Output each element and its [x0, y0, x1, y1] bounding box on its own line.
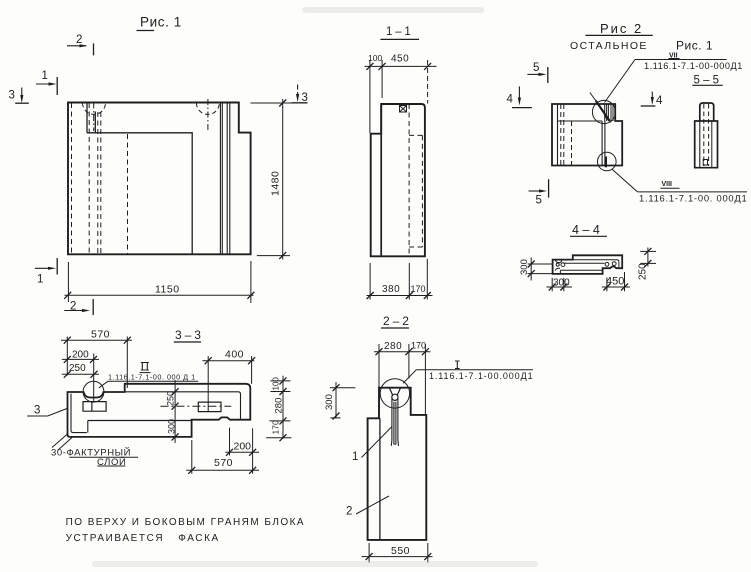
svg-text:4: 4 — [656, 95, 663, 107]
svg-text:170: 170 — [411, 284, 426, 294]
svg-text:Рис 2: Рис 2 — [600, 21, 643, 36]
svg-text:2: 2 — [346, 506, 352, 518]
svg-text:VII: VII — [669, 53, 678, 60]
svg-text:Рис. 1: Рис. 1 — [140, 15, 182, 30]
svg-text:2: 2 — [70, 301, 76, 313]
svg-text:200: 200 — [72, 350, 89, 361]
svg-text:300: 300 — [553, 278, 570, 289]
svg-text:2 – 2: 2 – 2 — [383, 314, 409, 328]
svg-text:ОСТАЛЬНОЕ: ОСТАЛЬНОЕ — [570, 40, 648, 52]
svg-text:ПО ВЕРХУ И БОКОВЫМ ГРАНЯМ БЛОК: ПО ВЕРХУ И БОКОВЫМ ГРАНЯМ БЛОКА — [66, 517, 305, 528]
svg-text:1.116.1-7.1-00.000Д1: 1.116.1-7.1-00.000Д1 — [429, 371, 534, 381]
svg-text:300: 300 — [324, 394, 335, 410]
svg-text:100: 100 — [271, 377, 280, 391]
svg-text:5 – 5: 5 – 5 — [694, 75, 720, 87]
svg-text:570: 570 — [91, 329, 110, 341]
svg-text:1150: 1150 — [155, 284, 180, 296]
svg-text:250: 250 — [166, 391, 176, 406]
svg-text:170: 170 — [270, 420, 280, 434]
svg-text:3 – 3: 3 – 3 — [175, 328, 201, 342]
svg-text:1: 1 — [352, 451, 358, 463]
svg-text:450: 450 — [606, 276, 624, 288]
svg-text:250: 250 — [638, 263, 649, 280]
svg-text:1.116.1-7.1-00-000Д1: 1.116.1-7.1-00-000Д1 — [644, 61, 743, 71]
svg-text:4 – 4: 4 – 4 — [572, 223, 600, 237]
svg-text:VIII: VIII — [662, 181, 673, 188]
svg-text:СЛОЙ: СЛОЙ — [97, 456, 126, 468]
svg-text:3: 3 — [34, 405, 40, 417]
svg-text:1.116.1-7.1-00. 000Д1: 1.116.1-7.1-00. 000Д1 — [639, 193, 747, 204]
svg-text:1.116.1-7.1-00. 000 Д 1: 1.116.1-7.1-00. 000 Д 1 — [108, 372, 196, 381]
svg-text:1: 1 — [42, 70, 48, 82]
svg-text:100: 100 — [368, 53, 382, 63]
svg-text:300: 300 — [519, 259, 530, 275]
svg-text:4: 4 — [507, 94, 514, 106]
svg-text:550: 550 — [391, 545, 410, 557]
svg-text:380: 380 — [382, 284, 400, 295]
svg-text:30-ФАКТУРНЫЙ: 30-ФАКТУРНЫЙ — [51, 447, 131, 459]
svg-text:400: 400 — [225, 349, 244, 361]
svg-text:200: 200 — [234, 441, 252, 453]
svg-text:1480: 1480 — [270, 171, 282, 196]
svg-text:5: 5 — [533, 62, 539, 74]
svg-text:1: 1 — [37, 274, 43, 286]
svg-text:3: 3 — [302, 92, 308, 104]
svg-text:280: 280 — [384, 341, 402, 352]
svg-text:Рис. 1: Рис. 1 — [676, 39, 713, 53]
svg-text:250: 250 — [69, 363, 86, 374]
svg-text:3: 3 — [9, 90, 15, 102]
svg-text:5: 5 — [536, 195, 542, 207]
svg-text:2: 2 — [76, 34, 82, 46]
svg-text:570: 570 — [214, 457, 233, 469]
svg-text:280: 280 — [273, 398, 284, 414]
svg-text:300: 300 — [167, 419, 177, 434]
svg-text:450: 450 — [391, 54, 409, 65]
svg-text:1 – 1: 1 – 1 — [386, 26, 411, 38]
svg-text:170: 170 — [411, 341, 426, 351]
